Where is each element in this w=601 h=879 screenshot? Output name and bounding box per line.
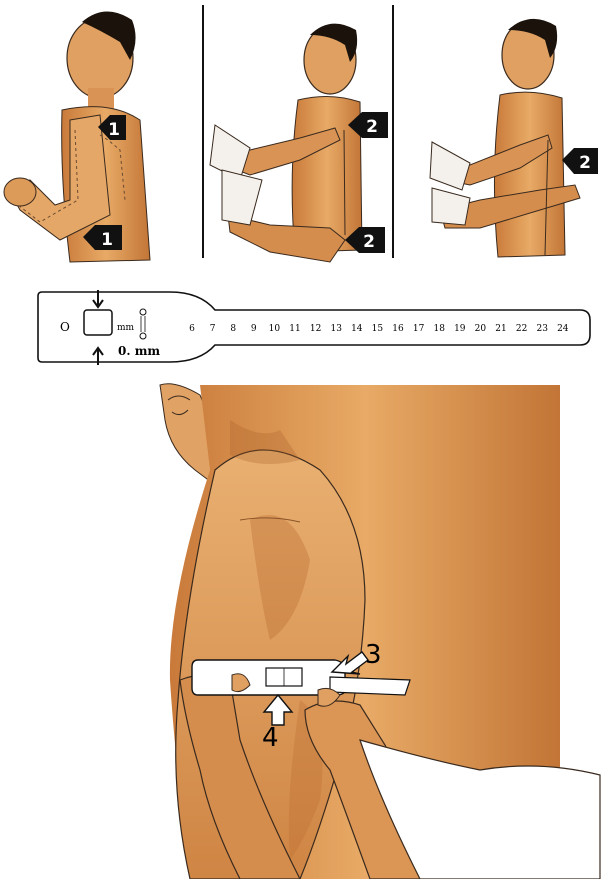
tape-scale-label: 14 [351, 324, 363, 334]
tape-scale-label: 21 [495, 324, 506, 334]
tape-scale-label: 20 [475, 324, 487, 334]
marker-label: 1 [108, 120, 120, 140]
tape-scale-label: 11 [289, 324, 300, 334]
tape-scale-label: 15 [372, 324, 384, 334]
tape-scale-label: 6 [189, 324, 195, 334]
tape-scale-label: 8 [230, 324, 236, 334]
tape-scale-label: 24 [557, 324, 569, 334]
panel-step-2b: 2 [430, 19, 598, 257]
tape-scale-label: 10 [269, 324, 281, 334]
label-4: 4 [262, 723, 279, 753]
measuring-tape-icon: O mm 0. mm 6 7 8 9 10 11 12 13 14 15 16 17 18 19 20 21 2… [38, 290, 590, 365]
tape-scale-label: 16 [392, 324, 404, 334]
panel-step-1: 1 1 [4, 11, 150, 262]
panel-step-2a: 2 2 [210, 24, 388, 262]
tape-unit-label: mm [117, 323, 135, 333]
main-arm-illustration: 3 4 [160, 384, 600, 879]
tape-scale-label: 22 [516, 324, 527, 334]
tape-scale-label: 18 [433, 324, 445, 334]
tape-scale-label: 13 [330, 324, 342, 334]
label-3: 3 [365, 640, 382, 670]
arrow-marker-icon: 2 [562, 148, 598, 174]
tape-scale-label: 19 [454, 324, 466, 334]
tape-scale-label: 7 [210, 324, 216, 334]
tape-hole: O [60, 320, 70, 334]
marker-label: 2 [366, 117, 378, 137]
tape-scale-label: 17 [413, 324, 425, 334]
tape-scale-label: 9 [251, 324, 257, 334]
marker-label: 2 [579, 153, 591, 173]
tape-scale-label: 12 [310, 324, 321, 334]
marker-label: 2 [363, 232, 375, 252]
marker-label: 1 [101, 230, 113, 250]
tape-scale-label: 23 [536, 324, 548, 334]
tape-zero-label: 0. mm [118, 344, 160, 358]
